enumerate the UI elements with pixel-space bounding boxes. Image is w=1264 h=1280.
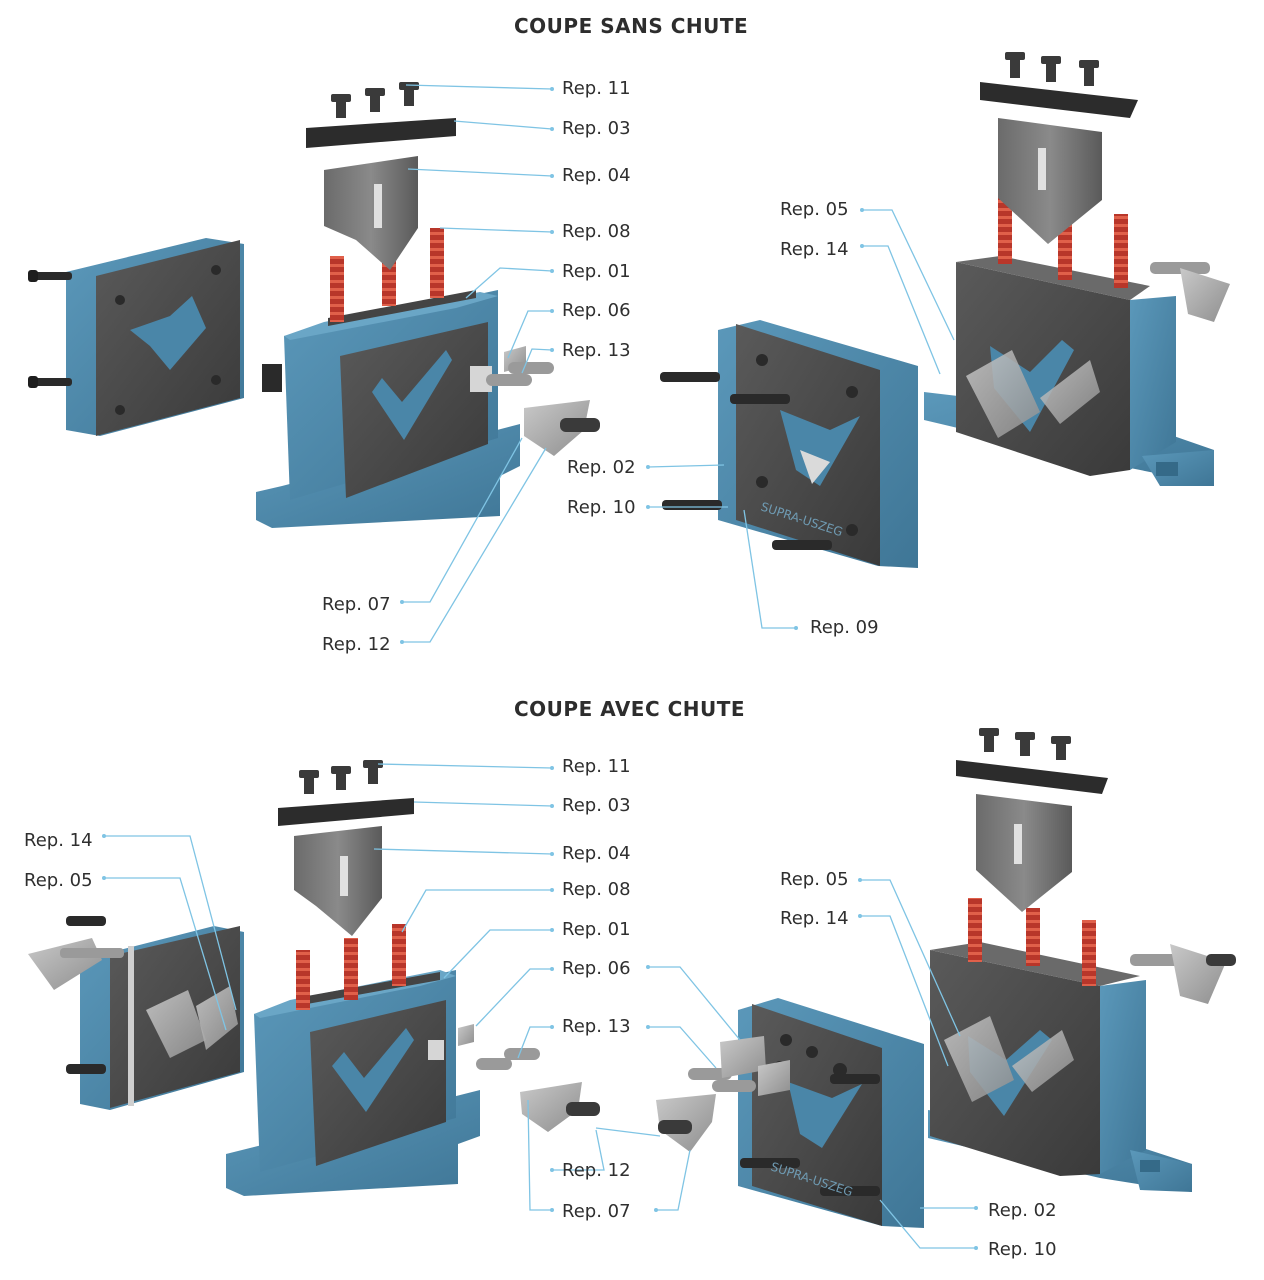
punch-top-left — [324, 156, 418, 270]
screws-top-right — [1005, 52, 1099, 86]
screws-bottom-left — [299, 760, 383, 794]
callout-label: Rep. 09 — [810, 617, 879, 638]
main-body-top-right — [924, 256, 1230, 486]
spring — [1058, 224, 1072, 280]
spring — [330, 256, 344, 322]
spring — [1026, 908, 1040, 966]
back-plate-bottom-right: SUPRA-USZEG — [688, 998, 924, 1228]
spring — [296, 950, 310, 1010]
callout-label: Rep. 01 — [562, 261, 631, 282]
callout-label: Rep. 04 — [562, 165, 631, 186]
top-plate — [306, 118, 456, 148]
top-plate — [278, 798, 414, 826]
callout-label: Rep. 07 — [562, 1201, 631, 1222]
callout-label: Rep. 01 — [562, 919, 631, 940]
callout-label: Rep. 10 — [567, 497, 636, 518]
side-parts-top-left — [262, 346, 600, 456]
punch-bottom-right — [976, 794, 1072, 912]
spring — [1082, 920, 1096, 986]
callout-label: Rep. 02 — [988, 1200, 1057, 1221]
main-body-bottom-left — [226, 970, 480, 1196]
leader-lines — [104, 84, 976, 1249]
callout-label: Rep. 10 — [988, 1239, 1057, 1260]
callout-label: Rep. 12 — [562, 1160, 631, 1181]
callout-label: Rep. 06 — [562, 958, 631, 979]
callout-label: Rep. 06 — [562, 300, 631, 321]
top-plate — [980, 82, 1138, 118]
back-plate-top-left — [28, 238, 244, 436]
spring — [430, 228, 444, 298]
spring — [344, 938, 358, 1000]
callout-label: Rep. 13 — [562, 340, 631, 361]
spring — [968, 898, 982, 962]
callout-label: Rep. 12 — [322, 634, 391, 655]
spring — [998, 194, 1012, 264]
screws-bottom-right — [979, 728, 1071, 760]
callout-label: Rep. 04 — [562, 843, 631, 864]
callout-label: Rep. 14 — [780, 239, 849, 260]
section-title-sans-chute: COUPE SANS CHUTE — [514, 14, 749, 38]
spring — [392, 924, 406, 986]
callout-label: Rep. 05 — [780, 869, 849, 890]
spring — [1114, 214, 1128, 288]
callout-label: Rep. 02 — [567, 457, 636, 478]
callout-label: Rep. 03 — [562, 118, 631, 139]
section-title-avec-chute: COUPE AVEC CHUTE — [514, 697, 746, 721]
back-plate-top-right: SUPRA-USZEG — [660, 320, 918, 568]
callout-label: Rep. 08 — [562, 879, 631, 900]
callout-label: Rep. 11 — [562, 78, 631, 99]
callout-label: Rep. 05 — [24, 870, 93, 891]
main-body-top-left — [256, 290, 520, 528]
callout-label: Rep. 03 — [562, 795, 631, 816]
side-parts-bottom-left — [458, 1024, 716, 1152]
callout-label: Rep. 07 — [322, 594, 391, 615]
callout-label: Rep. 13 — [562, 1016, 631, 1037]
screws-top-left — [331, 82, 419, 118]
callout-label: Rep. 14 — [780, 908, 849, 929]
callout-label: Rep. 05 — [780, 199, 849, 220]
callout-label: Rep. 14 — [24, 830, 93, 851]
callout-label: Rep. 11 — [562, 756, 631, 777]
back-plate-bottom-left — [28, 916, 244, 1110]
top-plate — [956, 760, 1108, 794]
main-body-bottom-right — [928, 942, 1236, 1192]
punch-bottom-left — [294, 826, 382, 936]
punch-top-right — [998, 118, 1102, 244]
callout-label: Rep. 08 — [562, 221, 631, 242]
